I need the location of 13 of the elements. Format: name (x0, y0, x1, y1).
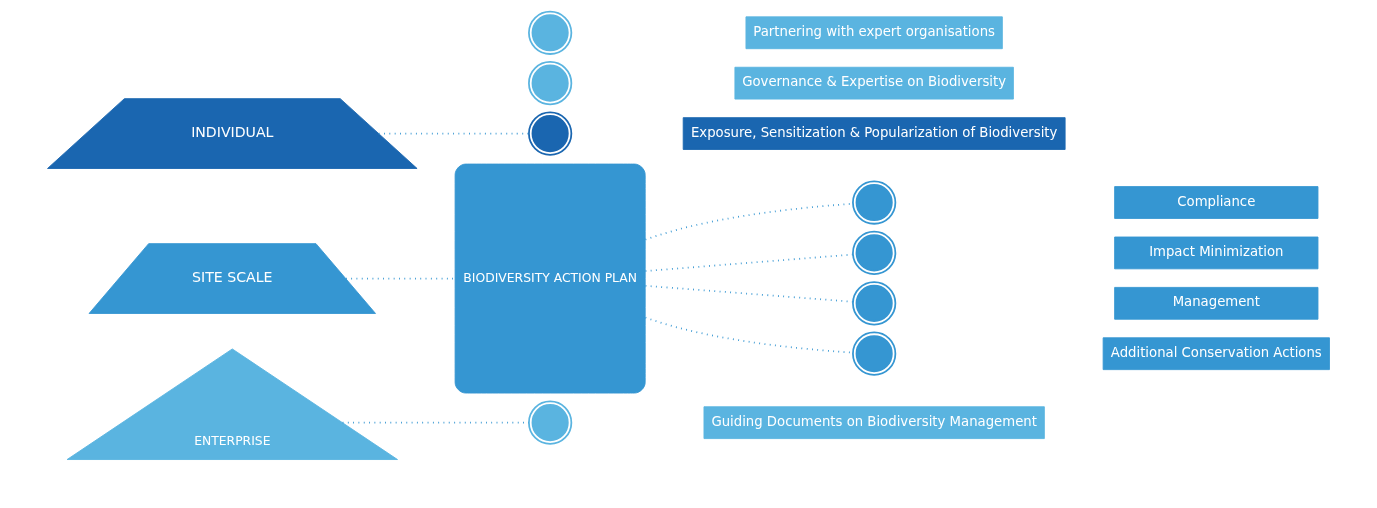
node-box: Guiding Documents on Biodiversity Management (703, 406, 1045, 439)
node-box: BIODIVERSITY ACTION PLAN (454, 163, 646, 394)
node-box: Impact Minimization (1114, 236, 1319, 270)
connector (377, 132, 530, 135)
connector (345, 277, 456, 280)
connector (644, 284, 854, 303)
node-box: Partnering with expert organisations (745, 16, 1003, 50)
node-box: Compliance (1114, 186, 1319, 219)
node-box: Additional Conservation Actions (1102, 337, 1330, 371)
connector (644, 253, 854, 272)
node-box: Exposure, Sensitization & Popularization of Biodiversity (682, 117, 1066, 150)
node-box: Governance & Expertise on Biodiversity (734, 66, 1014, 100)
node-box: Management (1114, 286, 1319, 320)
